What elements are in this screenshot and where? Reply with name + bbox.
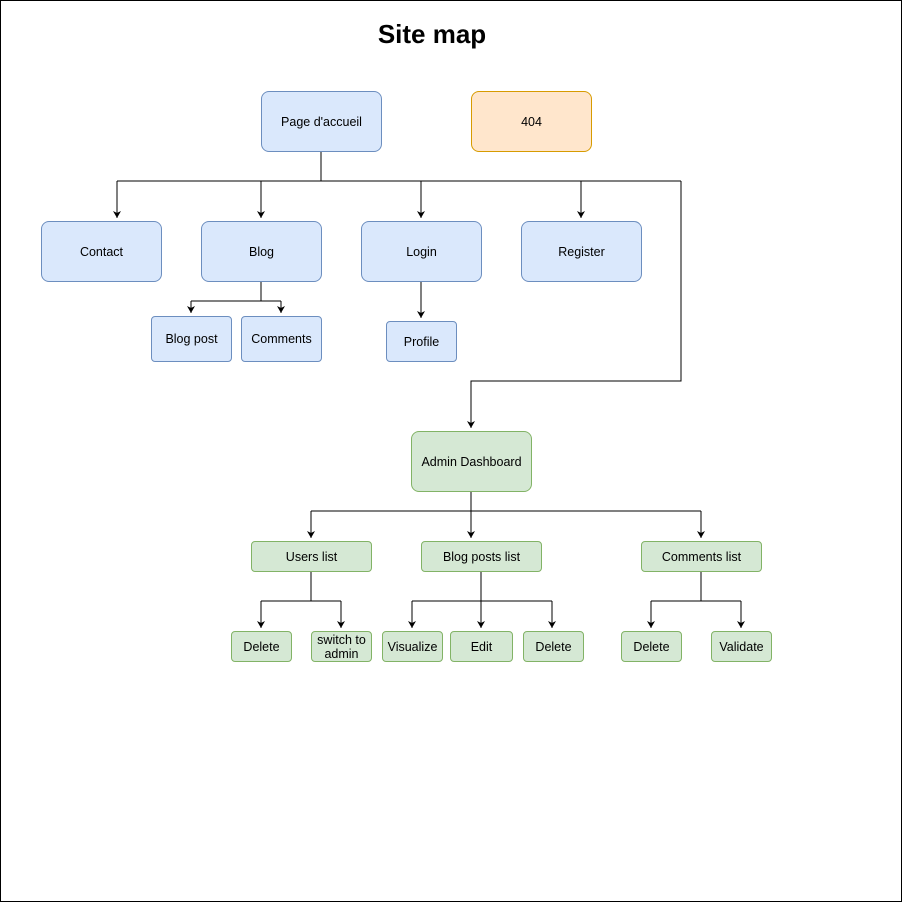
- node-validate: Validate: [711, 631, 772, 662]
- node-register: Register: [521, 221, 642, 282]
- node-edit: Edit: [450, 631, 513, 662]
- edge-users-bus: [261, 572, 341, 602]
- node-visualize: Visualize: [382, 631, 443, 662]
- node-404: 404: [471, 91, 592, 152]
- node-posts-delete: Delete: [523, 631, 584, 662]
- node-comments-delete: Delete: [621, 631, 682, 662]
- node-blog-posts-list: Blog posts list: [421, 541, 542, 572]
- node-blog: Blog: [201, 221, 322, 282]
- edge-admin-bus: [311, 492, 701, 512]
- node-page-accueil: Page d'accueil: [261, 91, 382, 152]
- node-admin-dashboard: Admin Dashboard: [411, 431, 532, 492]
- node-contact: Contact: [41, 221, 162, 282]
- node-comments: Comments: [241, 316, 322, 362]
- node-blog-post: Blog post: [151, 316, 232, 362]
- node-users-list: Users list: [251, 541, 372, 572]
- node-login: Login: [361, 221, 482, 282]
- edge-posts-bus: [412, 572, 552, 602]
- node-users-delete: Delete: [231, 631, 292, 662]
- edge-blog-trunk: [191, 282, 281, 302]
- edge-home-admin: [467, 181, 682, 428]
- diagram-title: Site map: [377, 19, 487, 49]
- node-switch-to-admin: switch to admin: [311, 631, 372, 662]
- node-comments-list: Comments list: [641, 541, 762, 572]
- node-profile: Profile: [386, 321, 457, 362]
- edge-comments-bus: [651, 572, 741, 602]
